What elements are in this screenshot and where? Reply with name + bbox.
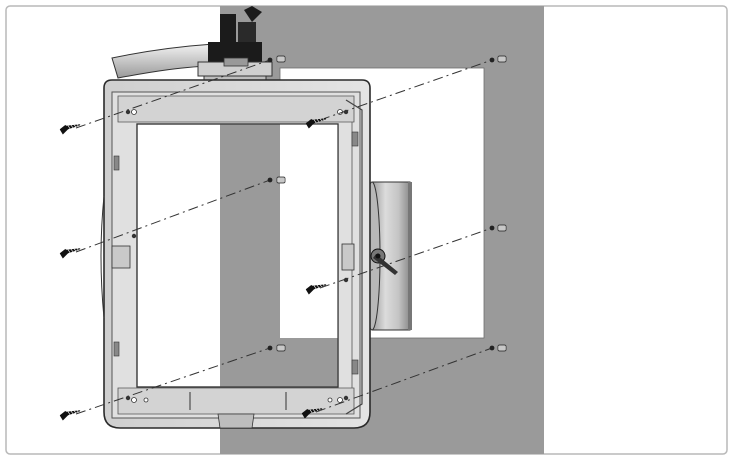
cable-icon — [111, 6, 262, 79]
wall-plug-icon — [276, 55, 286, 63]
wall-band-lower — [280, 338, 338, 387]
wall-plug-icon — [497, 344, 507, 352]
wall-band-through-opening — [220, 124, 280, 387]
device-holes — [125, 109, 349, 401]
wall-plug-icon — [497, 224, 507, 232]
wall-plug-icon — [276, 344, 286, 352]
lever-icon — [370, 248, 398, 275]
wall-plug-icon — [497, 55, 507, 63]
cutout-through-opening — [280, 124, 338, 338]
wall-plug-icon — [276, 176, 286, 184]
damper-unit — [363, 181, 412, 331]
alignment-lines — [75, 59, 493, 415]
wall-plugs — [267, 55, 507, 352]
